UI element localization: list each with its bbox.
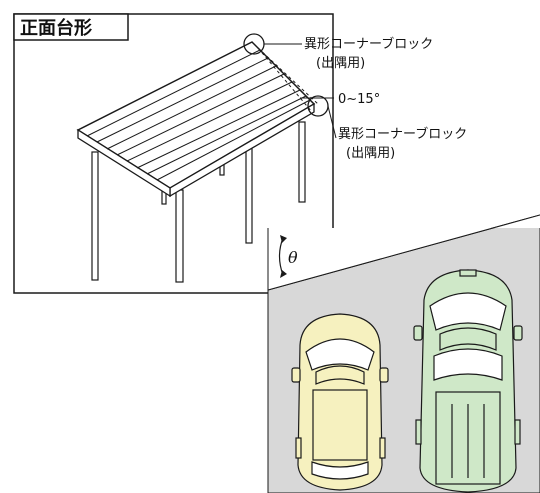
front-right-leg: [175, 189, 184, 283]
title-box: [13, 13, 129, 41]
left-car-roof: [312, 389, 368, 461]
right-car-mirror-left: [413, 325, 423, 341]
left-car-windshield: [305, 338, 375, 371]
right-car-hood: [439, 327, 497, 351]
angle-range-label: 0~15°: [338, 92, 380, 107]
right-car-windshield: [429, 292, 507, 331]
carport-legs: [91, 121, 306, 283]
left-car-mirror-right: [379, 367, 389, 383]
top-block-label-line2: (出隅用): [316, 56, 365, 71]
left-car-hood-line: [315, 365, 365, 385]
lower-block-label-line2: (出隅用): [346, 146, 395, 161]
carport-roof: [76, 41, 316, 198]
left-car-mirror-left: [291, 367, 301, 383]
leader-lines: [264, 43, 337, 139]
rear-right-leg: [298, 121, 306, 203]
theta-symbol: θ: [288, 248, 298, 267]
right-car-cab-window: [433, 348, 503, 381]
roof-left-edge: [77, 128, 171, 198]
lower-block-label-line1: 異形コーナーブロック: [338, 126, 467, 142]
theta-indicator: θ: [278, 235, 298, 278]
right-car: [413, 269, 523, 493]
front-left-leg: [91, 151, 99, 281]
middle-leg: [245, 144, 253, 244]
roof-slats: [86, 49, 311, 181]
left-car: [291, 313, 389, 491]
right-car-mirror-right: [513, 325, 523, 341]
left-car-rear-window: [311, 461, 369, 480]
angle-guides: [257, 47, 319, 113]
title-text: 正面台形: [20, 17, 92, 39]
top-block-label-line1: 異形コーナーブロック: [304, 36, 433, 52]
